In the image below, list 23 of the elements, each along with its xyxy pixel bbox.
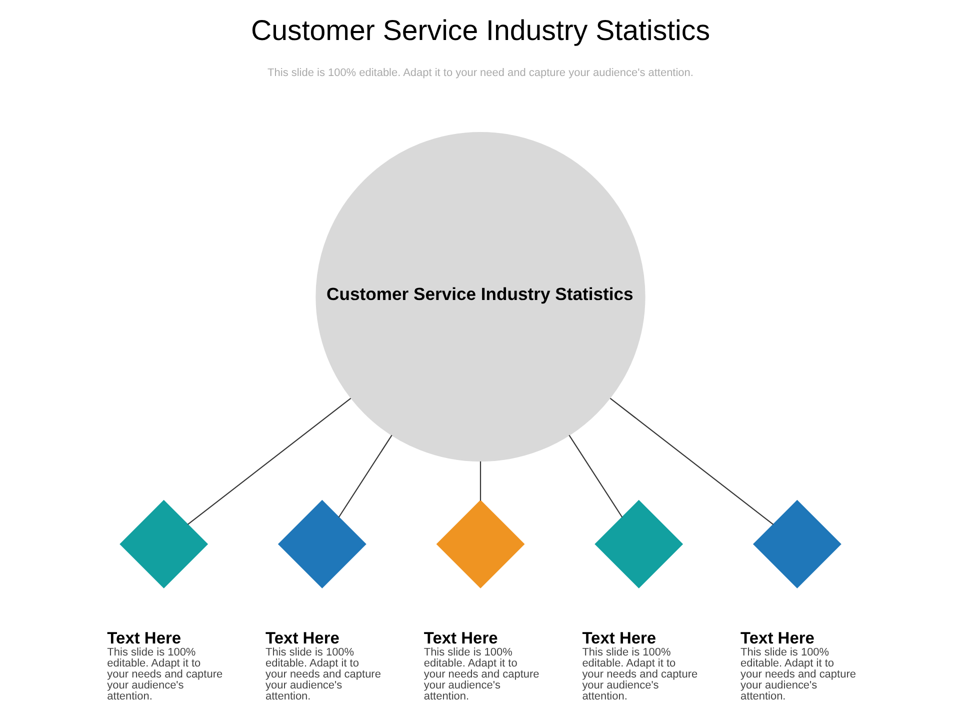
- node-label: Text Here: [265, 630, 339, 648]
- node-diamond: [119, 500, 208, 588]
- node-diamond: [752, 500, 841, 588]
- node-diamond: [277, 500, 366, 588]
- node-label: This slide is 100% editable. Adapt it to your needs and capture your audience's attention.: [740, 646, 856, 703]
- connector: [479, 461, 481, 501]
- connector: [186, 398, 351, 525]
- node-circle: Customer Service Industry Statistics: [315, 132, 645, 462]
- node-diamond: [594, 500, 683, 588]
- node-label: Text Here: [423, 630, 498, 648]
- node-label: This slide is 100% editable. Adapt it to your needs and capture your audience's attention.: [423, 646, 539, 703]
- connector: [568, 434, 622, 518]
- node-label: Text Here: [582, 630, 656, 648]
- diagram-title: Customer Service Industry Statistics: [250, 14, 710, 47]
- node-label: This slide is 100% editable. Adapt it to your needs and capture your audience's attention.: [582, 646, 698, 703]
- node-diamond: [436, 500, 524, 588]
- connector: [338, 434, 392, 518]
- node-label: This slide is 100% editable. Adapt it to your needs and capture your audience's attention.: [265, 646, 380, 703]
- connector: [609, 398, 774, 525]
- node-label: Text Here: [740, 630, 814, 648]
- node-label: This slide is 100% editable. Adapt it to your needs and capture your audience's attention.: [106, 646, 222, 703]
- node-label: Text Here: [106, 630, 181, 648]
- label: This slide is 100% editable. Adapt it to your need and capture your audience's attention.: [267, 66, 693, 79]
